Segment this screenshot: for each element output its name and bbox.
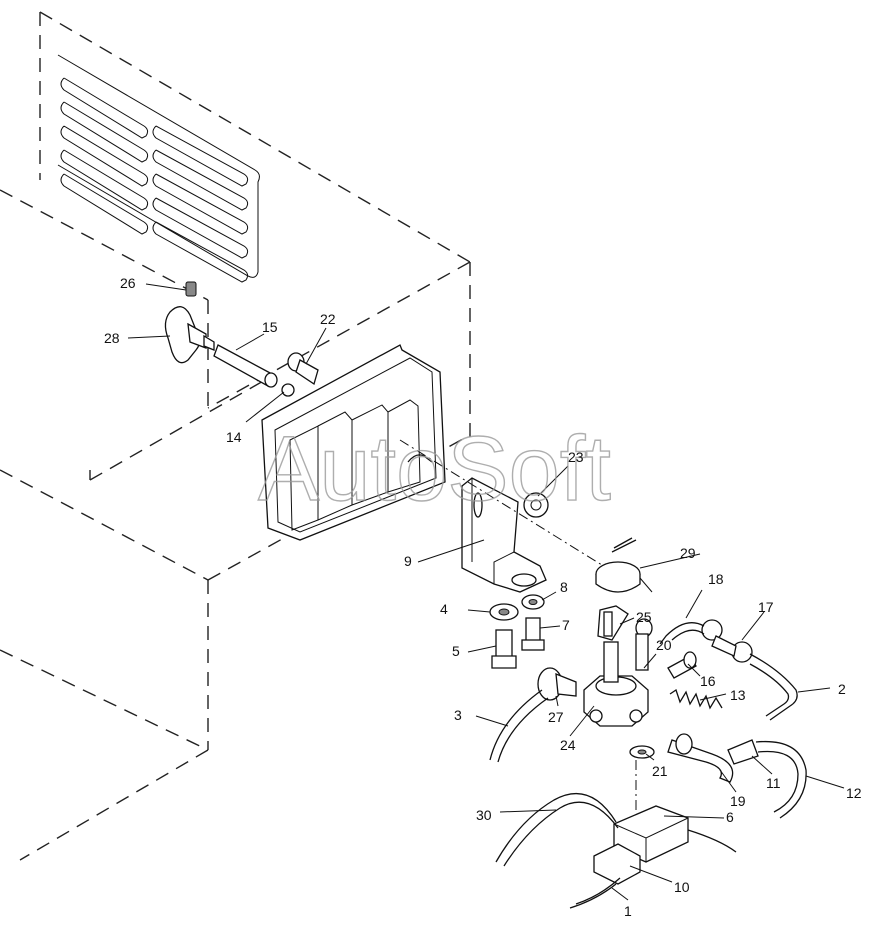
grille-slot [152, 149, 249, 211]
watermark: AutoSoft [258, 418, 611, 520]
tube-2 [749, 653, 798, 721]
callout-30: 30 [476, 807, 492, 823]
grille-slot [60, 149, 149, 211]
callout-1: 1 [624, 903, 632, 919]
handle-knob [164, 306, 215, 364]
tube-12 [755, 740, 807, 819]
callout-14: 14 [226, 429, 242, 445]
grille-slot [152, 173, 249, 235]
tee-fitting [701, 619, 753, 663]
grille-slot [60, 125, 149, 187]
bolt-20 [635, 618, 653, 671]
callout-26: 26 [120, 275, 136, 291]
callout-19: 19 [730, 793, 746, 809]
housing-outline [0, 11, 471, 861]
grille-slot [60, 101, 149, 163]
cotter-pin [407, 454, 637, 553]
washer-8 [521, 594, 545, 610]
callout-17: 17 [758, 599, 774, 615]
set-screw [185, 281, 197, 297]
callout-9: 9 [404, 553, 412, 569]
grille-slot [152, 197, 249, 259]
grille-slot [60, 77, 149, 139]
callout-11: 11 [766, 775, 781, 791]
callout-15: 15 [262, 319, 278, 335]
elbow-fitting [667, 733, 759, 783]
callout-3: 3 [454, 707, 462, 723]
callout-18: 18 [708, 571, 724, 587]
fitting-16 [667, 651, 697, 679]
callout-23: 23 [568, 449, 584, 465]
callouts: 1 2 3 4 5 6 7 8 9 10 11 12 13 14 15 16 1… [104, 275, 862, 919]
callout-13: 13 [730, 687, 746, 703]
axis-line [399, 439, 611, 571]
callout-5: 5 [452, 643, 460, 659]
callout-10: 10 [674, 879, 690, 895]
grille-slot [152, 221, 249, 283]
lock-nut [523, 492, 549, 518]
callout-21: 21 [652, 763, 668, 779]
small-nut [281, 383, 295, 397]
washer-4 [489, 603, 519, 621]
callout-16: 16 [700, 673, 716, 689]
callout-12: 12 [846, 785, 862, 801]
valve-body [583, 641, 649, 727]
callout-24: 24 [560, 737, 576, 753]
tube-18 [659, 622, 705, 645]
bracket [461, 477, 547, 593]
callout-22: 22 [320, 311, 336, 327]
wire-harness [569, 877, 621, 909]
callout-27: 27 [548, 709, 564, 725]
callout-7: 7 [562, 617, 570, 633]
spring [669, 688, 723, 710]
threaded-stud [287, 352, 319, 386]
callout-4: 4 [440, 601, 448, 617]
callout-2: 2 [838, 681, 846, 697]
bolt-7 [521, 617, 545, 651]
washer-21 [629, 745, 655, 759]
fitting-27 [537, 667, 577, 701]
vent-grille [57, 54, 260, 283]
callout-20: 20 [656, 637, 672, 653]
valve-bracket [597, 605, 629, 641]
grille-slot [60, 173, 149, 235]
callout-29: 29 [680, 545, 696, 561]
tube-3 [489, 689, 549, 763]
callout-25: 25 [636, 609, 652, 625]
connector [593, 843, 641, 885]
mounting-plate [261, 344, 446, 541]
bolt-5 [491, 629, 517, 669]
cap [595, 561, 653, 593]
grille-slot [152, 125, 249, 187]
callout-8: 8 [560, 579, 568, 595]
callout-28: 28 [104, 330, 120, 346]
pin-rod [213, 344, 278, 388]
leader-lines [127, 283, 845, 901]
tube-30 [495, 792, 737, 867]
callout-6: 6 [726, 809, 734, 825]
